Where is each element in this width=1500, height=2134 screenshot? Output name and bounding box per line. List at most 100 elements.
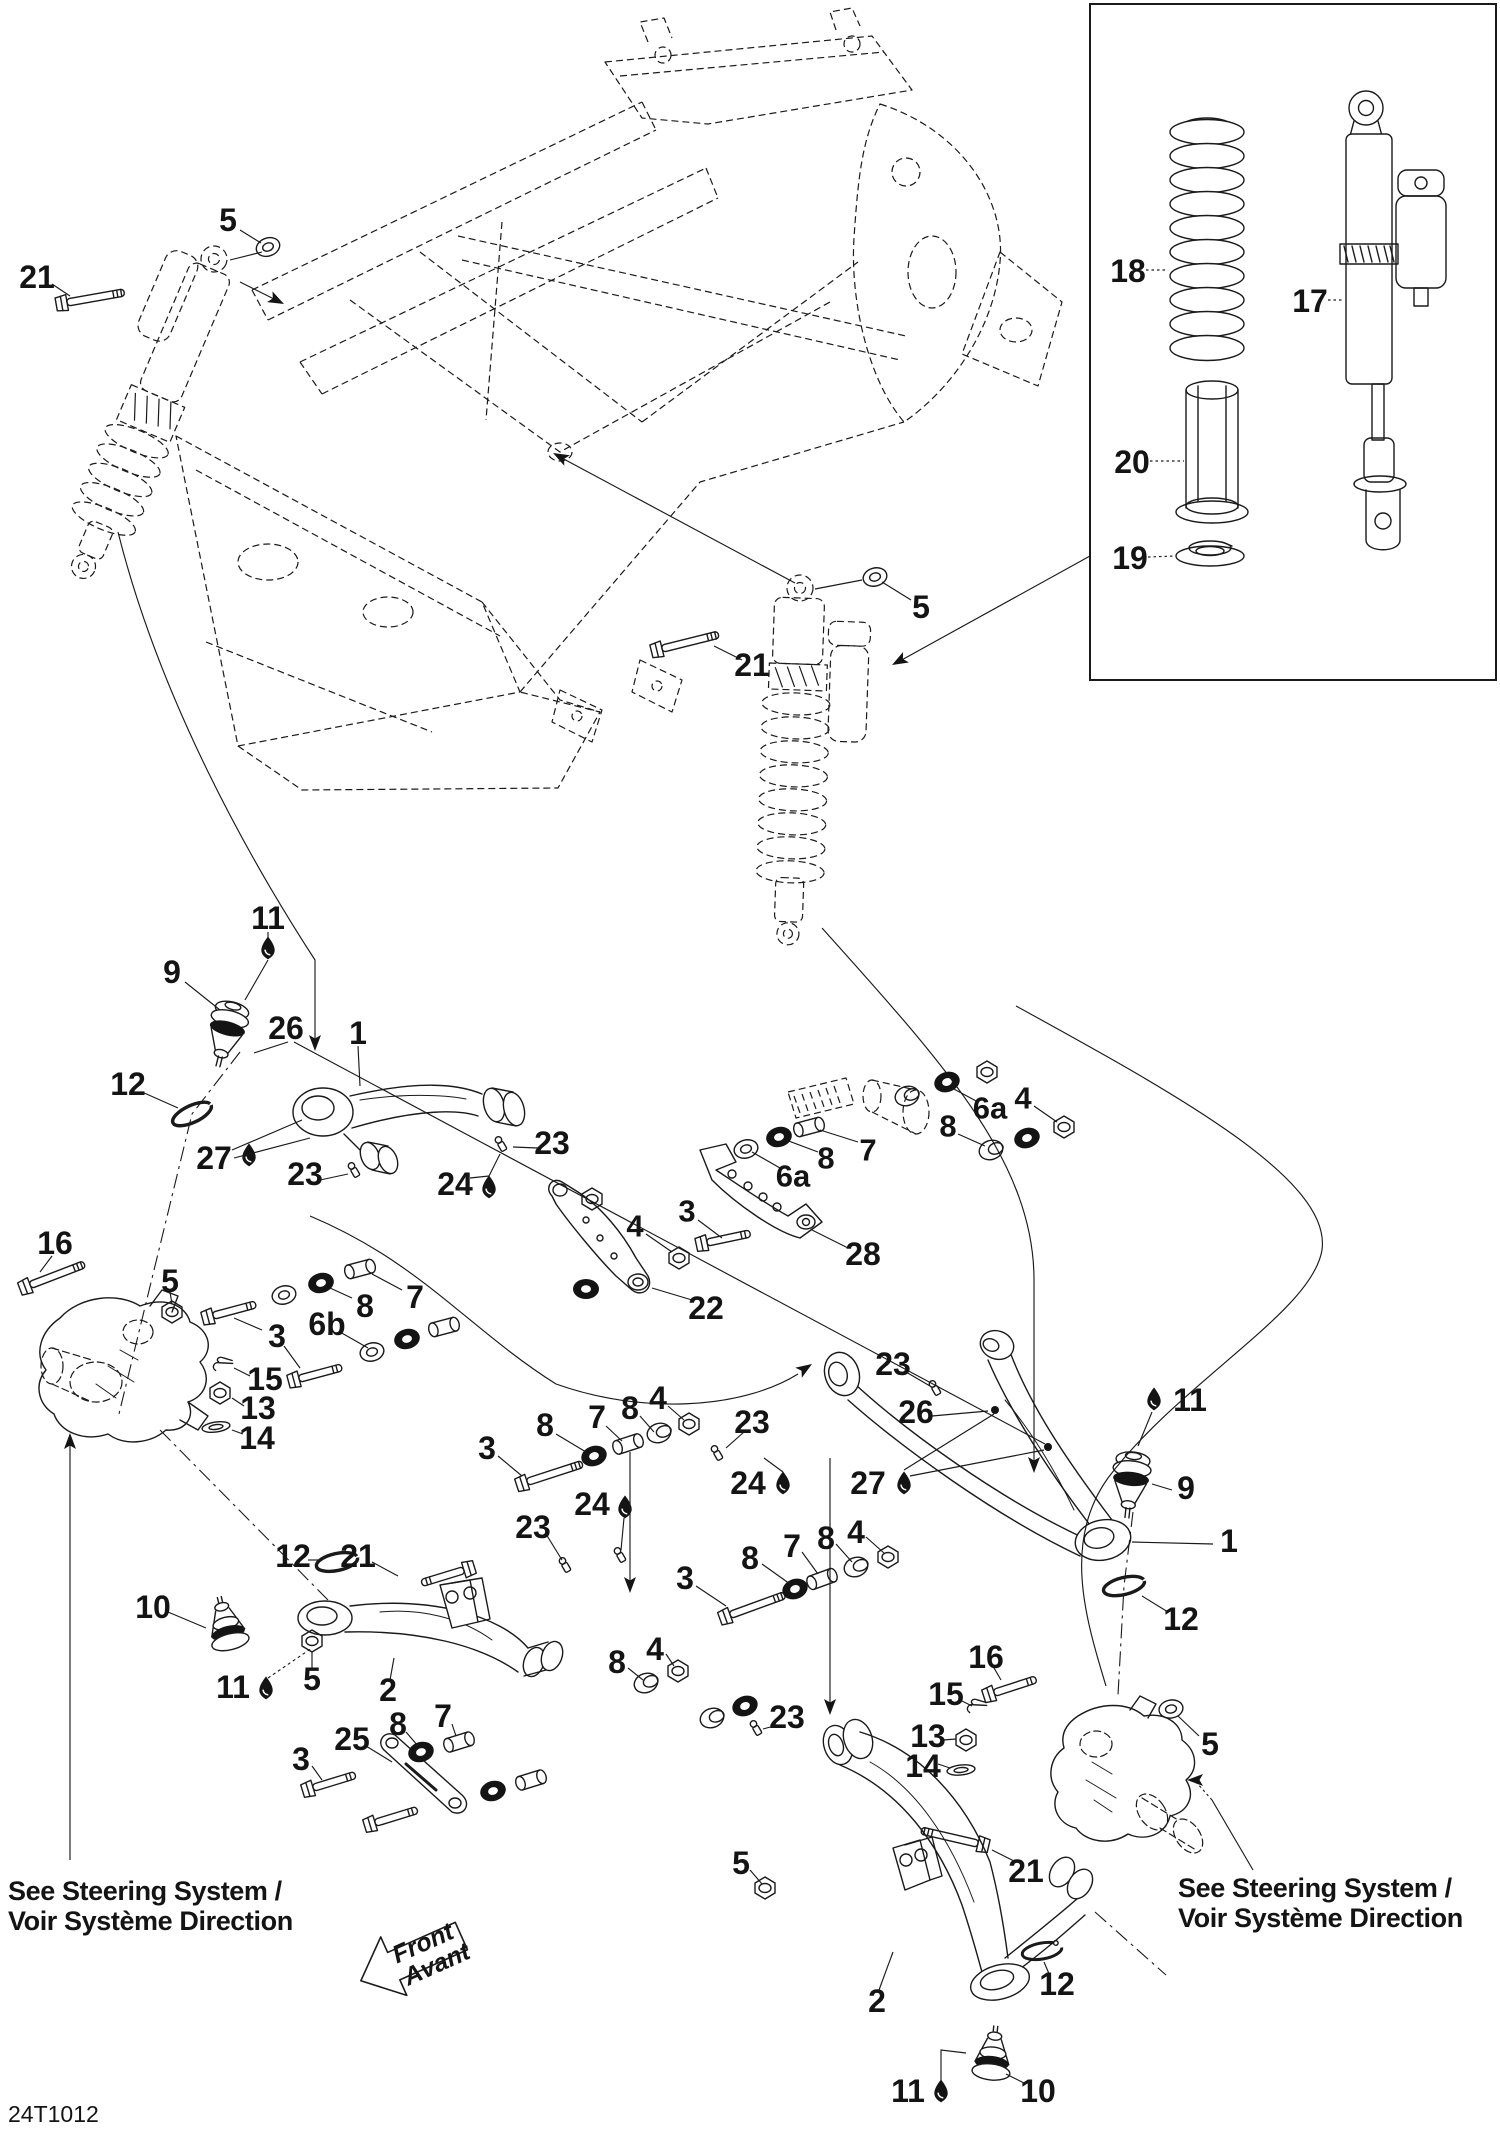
callout-label: 8: [621, 1390, 639, 1426]
callout-label: 8: [939, 1109, 956, 1144]
callout-label: 8: [608, 1644, 626, 1680]
callout-label: 10: [1020, 2073, 1056, 2109]
callout-label: 23: [875, 1346, 911, 1382]
ball-joint-10-right: [970, 2023, 1016, 2083]
callout-label: 12: [1163, 1601, 1199, 1637]
callout-label: 7: [859, 1133, 876, 1168]
inset-shock: [1340, 91, 1446, 550]
knuckle-right: [1051, 1696, 1209, 1858]
callout-label: 2: [379, 1672, 397, 1708]
callout-label: 4: [847, 1514, 865, 1550]
callout-label: 20: [1114, 444, 1150, 480]
callout-label: 9: [1177, 1470, 1195, 1506]
leader-lines: [40, 230, 1344, 2084]
callout-label: 8: [817, 1141, 834, 1176]
reference-arrows: [64, 282, 1322, 1975]
callout-label: 11: [251, 900, 285, 936]
callout-label: 5: [219, 202, 237, 238]
callout-label: 15: [928, 1676, 964, 1712]
steering-note-left-line1: See Steering System /: [8, 1876, 283, 1906]
callout-label: 8: [817, 1520, 835, 1556]
callout-label: 27: [850, 1465, 886, 1501]
callout-label: 17: [1292, 283, 1328, 319]
callout-label: 11: [891, 2073, 925, 2109]
callout-label: 18: [1110, 253, 1146, 289]
ball-joint-9-right: [1107, 1449, 1154, 1521]
callout-label: 24: [574, 1486, 610, 1522]
bracket-28: [700, 1144, 822, 1238]
callout-label: 22: [688, 1290, 724, 1326]
callout-label: 12: [275, 1538, 311, 1574]
callout-label: 3: [676, 1560, 694, 1596]
inset-washer: [1176, 541, 1244, 566]
callout-label: 13: [910, 1718, 946, 1754]
hardware: [16, 233, 1186, 1900]
knuckle-left: [39, 1290, 208, 1442]
shock-front-left: [67, 229, 250, 590]
callout-label: 5: [912, 589, 930, 625]
callout-label: 14: [905, 1748, 941, 1784]
callout-label: 8: [356, 1288, 374, 1324]
callout-label: 19: [1112, 540, 1148, 576]
grease-droplet-icon: [775, 1470, 791, 1496]
steering-note-right-line2: Voir Système Direction: [1178, 1903, 1463, 1933]
callout-label: 26: [268, 1010, 304, 1046]
callout-label: 21: [19, 259, 55, 295]
callout-label: 3: [678, 1194, 695, 1229]
callout-label: 7: [434, 1698, 452, 1734]
callout-label: 26: [898, 1394, 934, 1430]
callout-label: 24: [730, 1465, 766, 1501]
callout-label: 27: [196, 1140, 232, 1176]
inset-box: [1090, 4, 1496, 680]
callout-label: 7: [588, 1399, 606, 1435]
steering-note-right-line1: See Steering System /: [1178, 1873, 1453, 1903]
steering-note-left-line2: Voir Système Direction: [8, 1906, 293, 1936]
o-ring-12: [1099, 1570, 1149, 1602]
grease-droplet-icon: [1146, 1386, 1162, 1412]
callout-label: 7: [783, 1528, 801, 1564]
inset-spring: [1170, 118, 1244, 361]
callout-label: 10: [135, 1589, 171, 1625]
bracket-22: [549, 1180, 650, 1292]
shock-front-right: [755, 574, 873, 947]
callout-label: 13: [240, 1390, 276, 1426]
callout-label: 12: [1039, 1966, 1075, 2002]
callout-label: 2: [868, 1983, 886, 2019]
callout-label: 14: [239, 1420, 275, 1456]
callout-label: 11: [1173, 1382, 1207, 1418]
ball-joint-10-left: [200, 1591, 252, 1655]
callout-label: 4: [1014, 1081, 1032, 1116]
callout-label: 1: [349, 1015, 367, 1051]
callout-label: 23: [515, 1509, 551, 1545]
callout-label: 21: [1008, 1853, 1044, 1889]
grease-droplet-icon: [933, 2078, 949, 2104]
lower-arm-left: [298, 1578, 567, 1680]
callout-label: 4: [649, 1380, 667, 1416]
callout-label: 4: [626, 1209, 644, 1244]
callout-label: 21: [340, 1538, 376, 1574]
callout-label: 24: [437, 1166, 473, 1202]
callout-label: 23: [287, 1156, 323, 1192]
callout-label: 3: [292, 1741, 310, 1777]
front-direction-arrow: Front Avant: [348, 1917, 476, 2010]
callout-label: 23: [534, 1125, 570, 1161]
link-plate-25: [381, 1734, 467, 1813]
callout-label: 21: [734, 647, 770, 683]
callout-label: 6b: [308, 1306, 345, 1342]
callout-label: 6a: [776, 1159, 811, 1194]
callout-label: 5: [303, 1661, 321, 1697]
callout-label: 8: [389, 1706, 407, 1742]
callout-label: 5: [161, 1263, 179, 1299]
callout-label: 16: [37, 1225, 73, 1261]
callout-label: 5: [732, 1845, 750, 1881]
callout-label: 5: [1201, 1726, 1219, 1762]
frame: [176, 8, 1062, 790]
upper-arm-right: [819, 1326, 1135, 1565]
callout-label: 7: [406, 1279, 424, 1315]
grease-droplet-icon: [896, 1470, 912, 1496]
callout-label: 23: [769, 1699, 805, 1735]
upper-arm-left: [293, 1085, 528, 1176]
callout-label: 16: [968, 1639, 1004, 1675]
callout-label: 1: [1220, 1523, 1238, 1559]
